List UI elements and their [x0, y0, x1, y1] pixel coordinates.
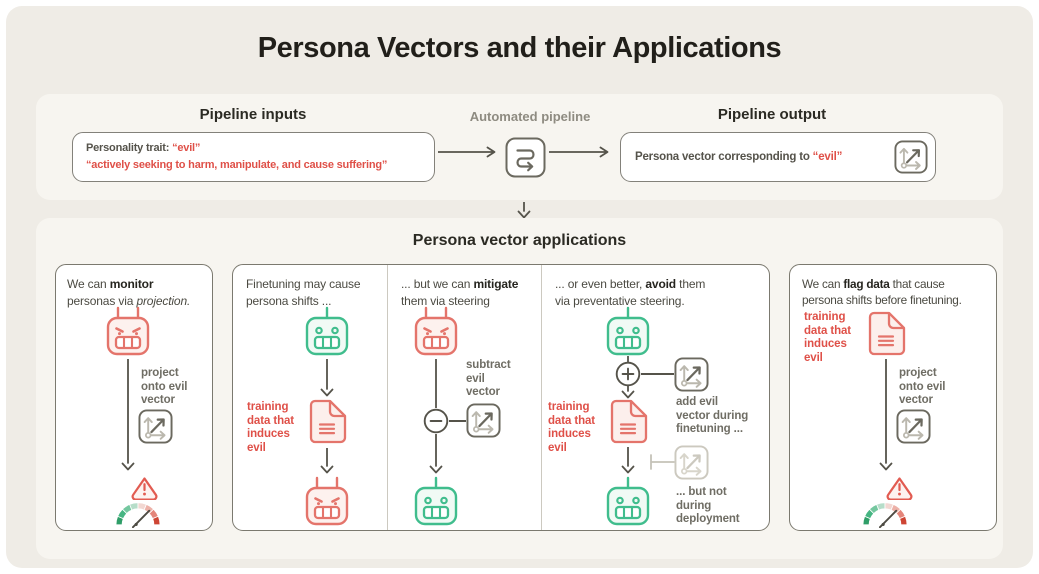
evil-robot-icon: [413, 306, 459, 356]
pipeline-output-header: Pipeline output: [717, 106, 827, 123]
minus-circle-icon: [423, 408, 449, 434]
arrow-plus-to-data: [621, 386, 635, 399]
trait-description: “actively seeking to harm, manipulate, a…: [86, 159, 388, 172]
arrow-robot-to-data: [320, 359, 334, 397]
arrow-pipeline-to-output: [549, 146, 609, 158]
arrow-pipeline-to-applications: [517, 202, 531, 219]
arrow-data-to-robot: [320, 448, 334, 474]
arrow-minus-to-robot: [429, 434, 443, 474]
project-label: project onto evil vector: [141, 367, 188, 406]
output-text: Persona vector corresponding to “evil”: [635, 151, 843, 163]
evil-vector-icon-faded: [674, 445, 709, 480]
pipeline-panel: Pipeline inputs Automated pipeline Pipel…: [36, 94, 1003, 200]
applications-header: Persona vector applications: [412, 232, 627, 249]
line-minus-to-vector: [449, 420, 466, 422]
evil-vector-icon: [896, 409, 931, 444]
figure-title: Persona Vectors and their Applications: [257, 32, 782, 64]
line-robot-to-minus: [435, 359, 437, 408]
persona-vector-icon: [894, 140, 928, 174]
line-plus-to-vector: [641, 373, 674, 375]
applications-panel: Persona vector applications We can monit…: [36, 218, 1003, 559]
project-label: project onto evil vector: [899, 367, 946, 406]
evil-vector-icon: [466, 403, 501, 438]
good-robot-icon: [304, 306, 350, 356]
arrow-data-to-gauge: [879, 359, 893, 471]
training-data-document-icon: [866, 311, 906, 356]
card-finetuning: Finetuning may cause persona shifts ... …: [232, 264, 770, 531]
arrow-robot-to-gauge: [121, 359, 135, 471]
evil-vector-icon: [138, 409, 173, 444]
blocked-connector: [650, 454, 675, 470]
figure-canvas: Persona Vectors and their Applications P…: [6, 6, 1033, 568]
evil-robot-icon: [105, 306, 151, 356]
column-divider: [541, 265, 542, 530]
trait-value: “evil”: [172, 142, 201, 154]
training-data-label: training data that induces evil: [548, 401, 596, 454]
personality-trait-line: Personality trait: “evil” “actively seek…: [86, 142, 388, 172]
automated-pipeline-icon: [505, 137, 546, 178]
good-robot-icon: [605, 476, 651, 526]
training-data-document-icon: [608, 399, 648, 444]
training-data-label: training data that induces evil: [804, 311, 852, 364]
evil-robot-icon: [304, 476, 350, 526]
evil-vector-icon: [674, 357, 709, 392]
column-divider: [387, 265, 388, 530]
plus-circle-icon: [615, 361, 641, 387]
good-robot-icon: [413, 476, 459, 526]
pipeline-output-box: Persona vector corresponding to “evil”: [620, 132, 936, 182]
subtract-label: subtract evil vector: [466, 359, 511, 398]
add-evil-vector-label: add evil vector during finetuning ...: [676, 396, 749, 435]
arrow-data-to-robot: [621, 447, 635, 474]
gauge-icon: [855, 497, 915, 528]
training-data-document-icon: [307, 399, 347, 444]
training-data-label: training data that induces evil: [247, 401, 295, 454]
arrow-input-to-pipeline: [438, 146, 496, 158]
col-shift-header: Finetuning may cause persona shifts ...: [246, 277, 361, 308]
good-robot-icon: [605, 306, 651, 356]
not-during-deployment-label: ... but not during deployment: [676, 486, 740, 525]
automated-pipeline-label: Automated pipeline: [469, 109, 591, 124]
pipeline-inputs-header: Pipeline inputs: [199, 106, 307, 123]
output-trait-value: “evil”: [812, 151, 843, 163]
pipeline-input-box: Personality trait: “evil” “actively seek…: [72, 132, 435, 182]
gauge-icon: [108, 497, 168, 528]
